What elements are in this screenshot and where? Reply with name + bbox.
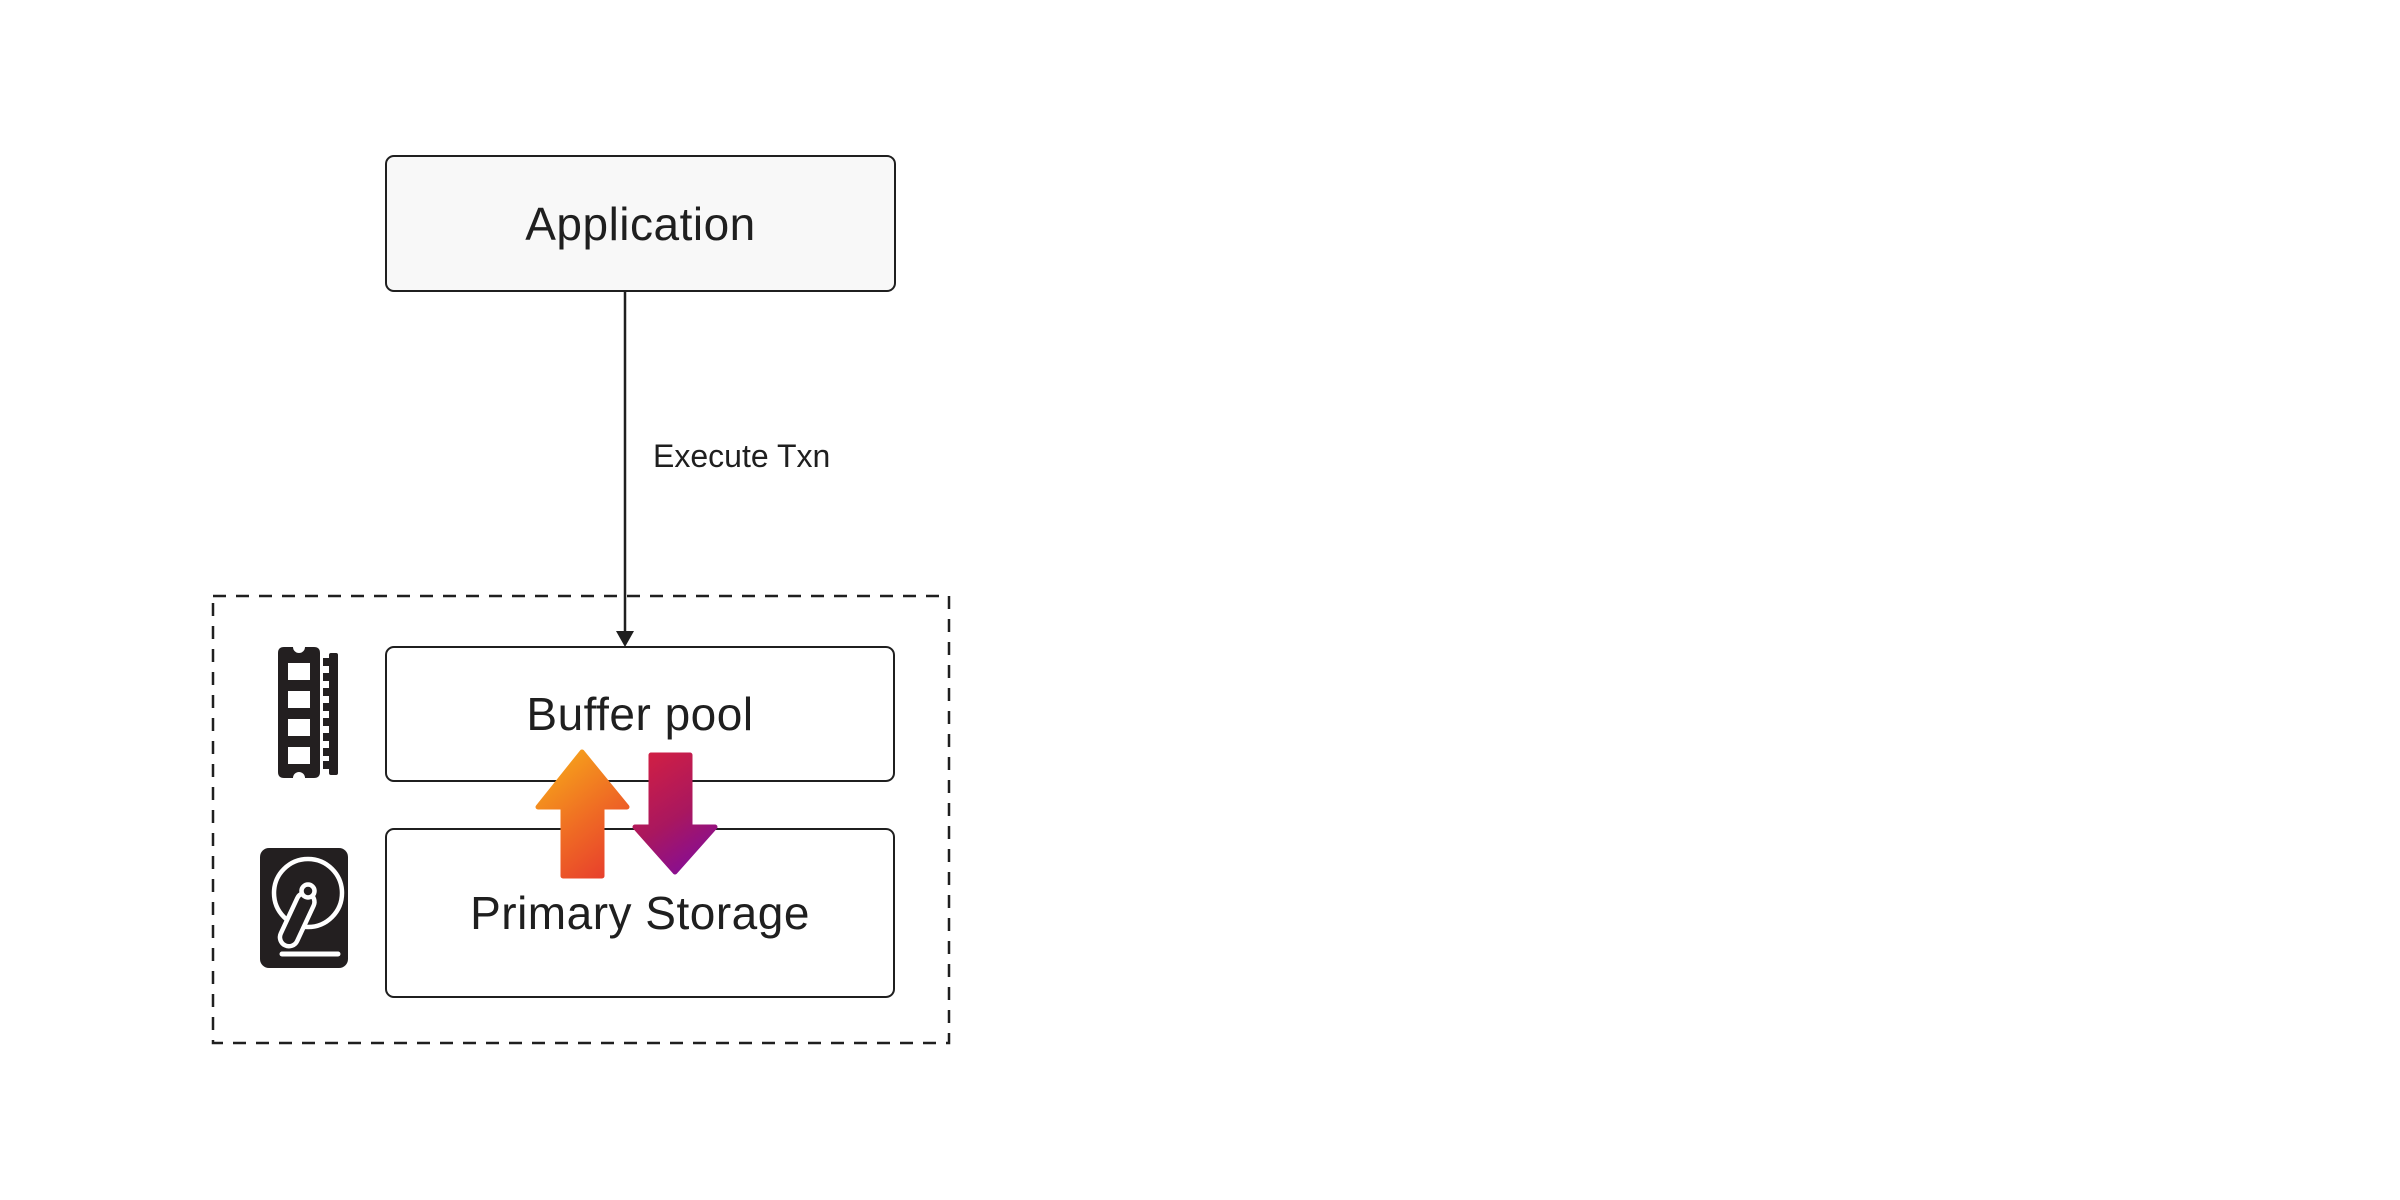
node-application: Application [385, 155, 896, 292]
disk-spindle [299, 882, 317, 900]
node-primary-storage: Primary Storage [385, 828, 895, 998]
memory-ram-icon [278, 647, 338, 778]
down-arrow-icon [632, 752, 718, 875]
node-application-label: Application [525, 197, 756, 250]
down-arrowhead-icon [616, 631, 634, 647]
node-buffer-pool-label: Buffer pool [526, 688, 754, 740]
ram-pins [323, 653, 338, 775]
disk-platter [271, 856, 345, 930]
node-buffer-pool: Buffer pool [385, 646, 895, 782]
memory-storage-boundary [211, 594, 951, 1045]
node-primary-storage-label: Primary Storage [470, 887, 810, 939]
edge-label-execute-txn: Execute Txn [653, 438, 831, 474]
hard-disk-icon [260, 848, 348, 968]
up-arrow-icon [535, 749, 630, 879]
